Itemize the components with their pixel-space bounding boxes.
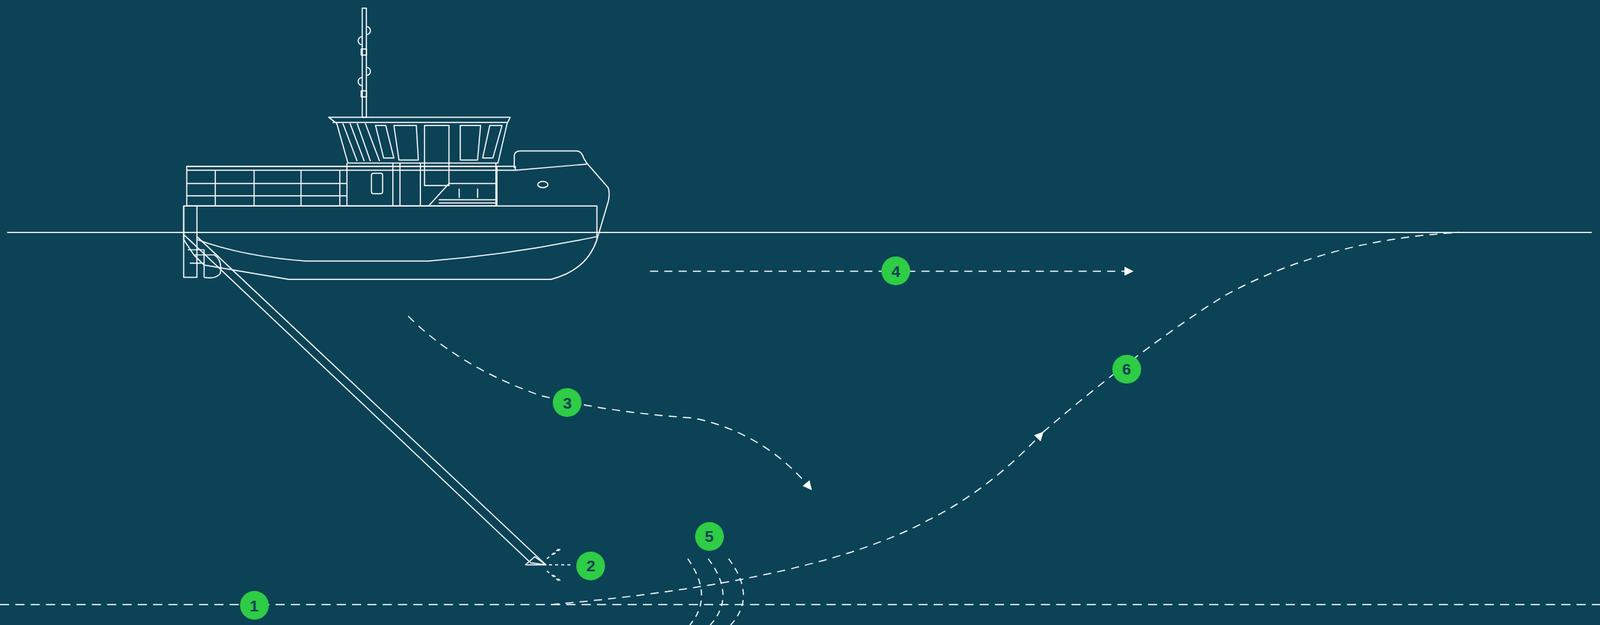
callout-circle: 2 [576,552,606,581]
callout-circle: 5 [695,522,724,552]
callout-number: 6 [1122,361,1132,378]
callout-circle: 3 [552,388,582,418]
deck-rail [187,166,498,207]
callout-number: 4 [891,263,901,280]
mast-lights [358,26,371,86]
flow-path [408,316,811,490]
return-path [1042,232,1460,433]
wheelhouse-windows [375,125,503,187]
hull [184,205,598,280]
callout-number: 5 [704,528,715,545]
bow [514,150,609,240]
transducer [525,557,546,566]
callout-circle: 1 [240,591,269,621]
mast [361,8,366,118]
callout-circle: 4 [881,256,911,286]
waterline [6,231,1592,233]
callout-number: 1 [249,598,259,615]
stern [184,205,198,278]
return-path [551,432,1044,606]
callout-circle: 6 [1112,355,1142,384]
callout-number: 2 [586,558,596,574]
callout-number: 3 [562,395,572,412]
seabed-echo [687,558,743,625]
transducer-pole [184,234,546,566]
acoustic-pulse [546,548,571,582]
